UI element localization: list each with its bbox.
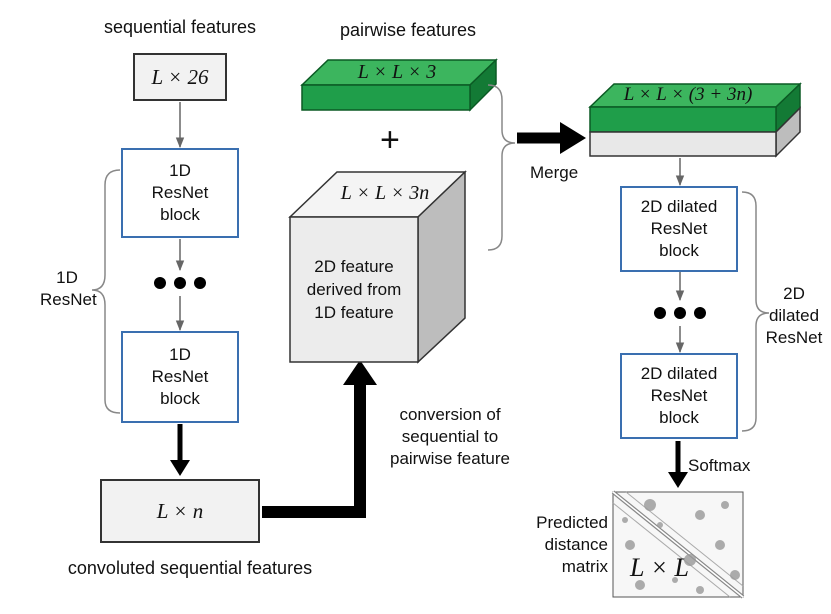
- resnet-1d-bottom-line1: 1D: [169, 345, 191, 364]
- label-predicted-line2: distance: [544, 535, 608, 554]
- arrow-conv-to-cube: [262, 378, 366, 518]
- dilated-top-line3: block: [659, 241, 699, 260]
- cube-front-line1: 2D feature: [314, 257, 394, 276]
- label-conversion-line3: pairwise feature: [390, 449, 511, 468]
- distance-matrix: [611, 490, 745, 599]
- cube-top-text: L × L × 3n: [340, 182, 430, 204]
- dilated-top-line2: ResNet: [650, 219, 708, 238]
- resnet-1d-top-line1: 1D: [169, 161, 191, 180]
- label-2d-dilated: 2D dilated ResNet: [762, 283, 826, 349]
- ellipsis-dots-1d: [154, 277, 206, 289]
- ellipsis-dots-2d: [654, 307, 706, 319]
- resnet-1d-bottom-line3: block: [160, 389, 200, 408]
- brace-dilated: [741, 191, 770, 432]
- dilated-bottom-line2: ResNet: [650, 386, 708, 405]
- label-conversion-line1: conversion of: [399, 405, 501, 424]
- dilated-bottom-line3: block: [659, 408, 699, 427]
- box-input-seq: L × 26: [133, 53, 227, 101]
- brace-1d-resnet: [91, 169, 121, 414]
- label-predicted-distance-matrix: Predicted distance matrix: [520, 512, 608, 578]
- pairwise-slab: [300, 58, 498, 112]
- input-seq-text: L × 26: [151, 64, 209, 89]
- cube-front-line3: 1D feature: [314, 303, 394, 322]
- conv-seq-text: L × n: [156, 498, 204, 523]
- dilated-block-bottom: 2D dilated ResNet block: [620, 353, 738, 439]
- label-pairwise-features: pairwise features: [339, 20, 477, 40]
- label-predicted-line1: Predicted: [536, 513, 608, 532]
- brace-merge: [487, 84, 516, 251]
- box-conv-seq: L × n: [100, 479, 260, 543]
- label-predicted-line3: matrix: [561, 557, 608, 576]
- label-1d-resnet-line1: 1D: [56, 268, 78, 287]
- cube-front-text: 2D feature derived from 1D feature: [290, 255, 418, 324]
- label-softmax: Softmax: [688, 456, 751, 475]
- dilated-top-line1: 2D dilated: [640, 197, 718, 216]
- plus-sign: +: [380, 121, 400, 159]
- feature-cube: [288, 170, 467, 364]
- resnet-1d-top-line3: block: [160, 205, 200, 224]
- resnet-1d-bottom-line2: ResNet: [151, 367, 209, 386]
- merged-slab-text: L × L × (3 + 3n): [623, 84, 753, 105]
- dilated-bottom-line1: 2D dilated: [640, 364, 718, 383]
- arrow-merge-head: [560, 122, 586, 154]
- label-2d-dilated-line2: dilated: [768, 306, 820, 325]
- dilated-block-top: 2D dilated ResNet block: [620, 186, 738, 272]
- arrow-conv-to-cube-head: [343, 360, 377, 385]
- label-2d-dilated-line3: ResNet: [765, 328, 823, 347]
- label-1d-resnet-line2: ResNet: [40, 290, 97, 309]
- label-convoluted-features: convoluted sequential features: [67, 558, 313, 578]
- distance-matrix-text: L × L: [630, 553, 689, 582]
- label-sequential-features: sequential features: [103, 17, 257, 37]
- pairwise-slab-text: L × L × 3: [357, 61, 437, 83]
- label-merge: Merge: [530, 163, 579, 182]
- arrow-to-matrix-head: [668, 472, 688, 488]
- cube-front-line2: derived from: [306, 280, 402, 299]
- label-2d-dilated-line1: 2D: [783, 284, 805, 303]
- label-conversion: conversion of sequential to pairwise fea…: [390, 404, 510, 470]
- merged-slab: [588, 82, 802, 158]
- arrow-1d-to-conv-head: [170, 460, 190, 476]
- label-conversion-line2: sequential to: [401, 427, 499, 446]
- resnet-1d-block-bottom: 1D ResNet block: [121, 331, 239, 423]
- resnet-1d-top-line2: ResNet: [151, 183, 209, 202]
- label-1d-resnet: 1D ResNet: [40, 267, 97, 311]
- resnet-1d-block-top: 1D ResNet block: [121, 148, 239, 238]
